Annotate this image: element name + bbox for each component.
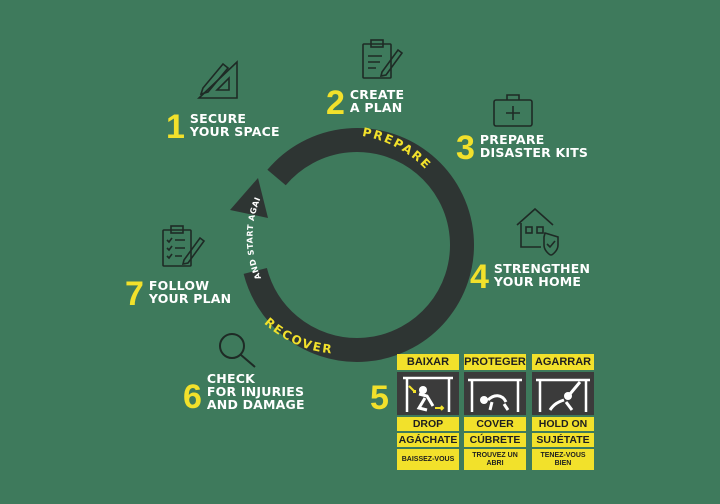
person-holding-table-icon bbox=[532, 372, 594, 415]
step-label: STRENGTHEN YOUR HOME bbox=[493, 261, 591, 289]
magnifier-icon bbox=[215, 330, 261, 370]
french-label: TENEZ-VOUS BIEN bbox=[532, 449, 594, 470]
clipboard-pencil-icon bbox=[360, 38, 404, 80]
step-label: CHECK FOR INJURIES AND DAMAGE bbox=[206, 371, 305, 412]
step-2: 2 CREATE A PLAN bbox=[326, 84, 405, 122]
step-number: 3 bbox=[456, 129, 475, 167]
ruler-pencil-icon bbox=[195, 58, 241, 100]
step-label: SECURE YOUR SPACE bbox=[189, 111, 280, 139]
english-label: HOLD ON bbox=[532, 417, 594, 431]
checklist-pencil-icon bbox=[160, 224, 206, 268]
cycle-arrowhead bbox=[230, 178, 268, 218]
spanish-label: SUJÉTATE bbox=[532, 433, 594, 447]
step-1: 1 SECURE YOUR SPACE bbox=[166, 108, 280, 146]
step-5: 5 bbox=[370, 379, 389, 417]
step-number: 4 bbox=[470, 258, 489, 296]
french-label: TROUVEZ UN ABRI bbox=[464, 449, 526, 470]
step-number: 1 bbox=[166, 108, 185, 146]
english-label: DROP bbox=[397, 417, 459, 431]
spanish-label: AGÁCHATE bbox=[397, 433, 459, 447]
step-label: CREATE A PLAN bbox=[349, 87, 405, 115]
step-number: 6 bbox=[183, 378, 202, 416]
step-3: 3 PREPARE DISASTER KITS bbox=[456, 129, 589, 167]
first-aid-kit-icon bbox=[492, 92, 534, 128]
person-dropping-icon bbox=[397, 372, 459, 415]
french-label: BAISSEZ-VOUS bbox=[397, 449, 459, 470]
step-label: FOLLOW YOUR PLAN bbox=[148, 278, 232, 306]
step-number: 2 bbox=[326, 84, 345, 122]
person-under-table-icon bbox=[464, 372, 526, 415]
step-7: 7 FOLLOW YOUR PLAN bbox=[125, 275, 232, 313]
spanish-label: CÚBRETE bbox=[464, 433, 526, 447]
step-4: 4 STRENGTHEN YOUR HOME bbox=[470, 258, 591, 296]
english-label: COVER bbox=[464, 417, 526, 431]
step-number: 5 bbox=[370, 379, 389, 417]
house-shield-icon bbox=[515, 205, 561, 257]
drop-cover-hold-grid: BAIXAR DROP AGÁCHATE BAISSEZ-VOUS PROTEG… bbox=[397, 354, 594, 470]
step-6: 6 CHECK FOR INJURIES AND DAMAGE bbox=[183, 371, 305, 416]
step-number: 7 bbox=[125, 275, 144, 313]
portuguese-label: PROTEGER bbox=[464, 354, 526, 370]
portuguese-label: BAIXAR bbox=[397, 354, 459, 370]
step-label: PREPARE DISASTER KITS bbox=[479, 132, 589, 160]
portuguese-label: AGARRAR bbox=[532, 354, 594, 370]
